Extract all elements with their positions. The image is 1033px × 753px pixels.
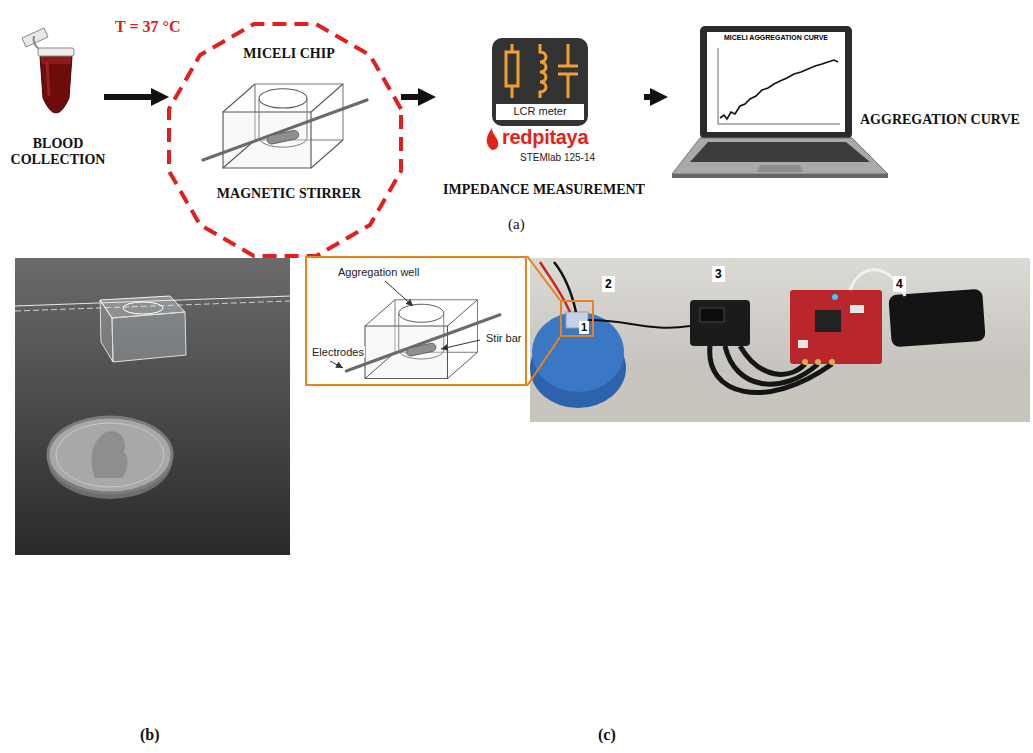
step-label: IMPEDANCE MEASUREMENT	[440, 182, 648, 198]
laptop-icon	[690, 142, 870, 162]
lcr-app-icon	[492, 38, 588, 126]
chip-drawing	[203, 84, 367, 168]
laptop-icon	[757, 165, 803, 172]
incubation-chamber: T = 37 °CMICELI CHIPMAGNETIC STIRRER	[169, 24, 401, 256]
callout-number: 3	[712, 266, 725, 282]
blood-tube-icon	[22, 28, 74, 113]
setup-photo	[690, 300, 750, 346]
inset-box: Aggregation wellStir barElectrodes	[305, 256, 527, 386]
process-step: MICELI AGGREGATION CURVE AGGREGATION CURV…	[668, 22, 1025, 200]
process-arrow	[644, 94, 656, 100]
blood-tube-icon	[41, 56, 71, 64]
callout-number: 4	[893, 276, 906, 292]
laptop-icon	[718, 48, 840, 124]
inset-drawing	[305, 256, 525, 386]
brand-logo: redpitaya	[502, 126, 588, 149]
zoom-box: 1	[560, 300, 594, 337]
part-label: Stir bar	[485, 332, 522, 344]
inset-drawing	[305, 256, 525, 386]
lcr-app-icon	[558, 44, 578, 98]
setup-photo	[532, 312, 624, 392]
temperature-label: T = 37 °C	[115, 18, 180, 36]
process-arrow	[104, 94, 157, 100]
leader-line	[385, 281, 413, 306]
laptop-icon	[672, 174, 888, 178]
setup-photo	[540, 262, 570, 312]
setup-photo	[588, 320, 690, 328]
chip-photo	[123, 302, 163, 314]
chart-title: MICELI AGGREGATION CURVE	[707, 34, 845, 41]
process-arrow	[401, 94, 424, 100]
setup-photo	[815, 310, 841, 332]
setup-photo	[798, 340, 808, 348]
zoom-line	[527, 256, 560, 386]
setup-photo	[850, 305, 864, 313]
blood-tube-icon	[47, 62, 49, 96]
blood-tube-icon	[38, 48, 74, 56]
process-step: BLOOD COLLECTION	[4, 28, 104, 172]
chip-photo	[92, 431, 128, 478]
brand-flame	[487, 128, 499, 150]
chip-photo	[15, 258, 290, 555]
step-label: AGGREGATION CURVE	[860, 112, 1020, 128]
setup-photo	[802, 359, 808, 365]
setup-photo	[554, 262, 576, 312]
setup-photo	[815, 359, 821, 365]
callout-number: 1	[579, 321, 589, 334]
part-label: Aggregation well	[337, 266, 420, 278]
chip-photo	[15, 258, 290, 555]
inset-drawing	[346, 300, 500, 379]
setup-photo	[530, 258, 1030, 422]
chip-drawing	[203, 84, 367, 168]
process-step: LCR meterredpitayaSTEMlab 125-14IMPEDANC…	[436, 36, 644, 200]
setup-photo	[832, 294, 838, 300]
app-label: LCR meter	[496, 105, 584, 117]
chip-label: MICELI CHIP	[173, 46, 405, 62]
brand-flame	[487, 128, 499, 150]
blood-tube-icon	[40, 56, 72, 113]
model-label: STEMlab 125-14	[520, 152, 595, 163]
panel-label: (b)	[140, 726, 160, 744]
chip-photo	[56, 423, 164, 487]
part-label: Electrodes	[311, 346, 365, 358]
step-label: BLOOD COLLECTION	[8, 136, 108, 168]
laptop-icon	[700, 26, 852, 139]
panel-label: (a)	[508, 216, 525, 233]
lcr-app-icon	[492, 38, 588, 126]
setup-photo	[700, 308, 724, 322]
chip-photo	[48, 417, 172, 493]
laptop-icon	[707, 32, 845, 132]
lcr-app-icon	[540, 44, 546, 98]
leader-line	[441, 340, 480, 349]
laptop-icon	[672, 138, 888, 174]
leader-line	[330, 361, 343, 368]
setup-photo	[530, 258, 1030, 422]
setup-photo	[829, 359, 835, 365]
stirrer-label: MAGNETIC STIRRER	[173, 186, 405, 202]
setup-photo	[850, 270, 905, 296]
lcr-app-icon	[506, 52, 518, 86]
callout-number: 2	[602, 276, 615, 292]
lcr-app-icon	[496, 104, 584, 120]
laptop-icon	[672, 26, 888, 178]
setup-photo	[790, 290, 882, 364]
panel-label: (c)	[598, 726, 616, 744]
laptop-icon	[720, 60, 838, 119]
setup-photo	[888, 289, 985, 347]
chip-photo	[112, 312, 186, 362]
